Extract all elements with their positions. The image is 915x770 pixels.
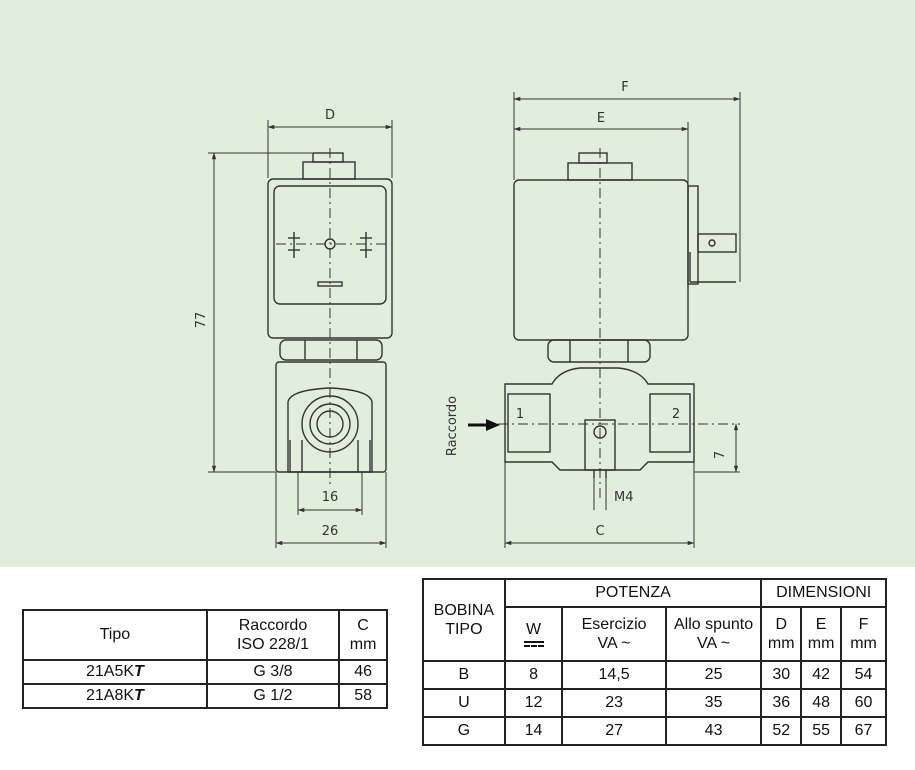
e-cell: 42 <box>800 660 843 690</box>
table-subheader-row: W Esercizio VA ~ Allo spunto VA ~ D mm E… <box>423 606 887 662</box>
dim-label-26: 26 <box>322 524 339 539</box>
dc-symbol-icon <box>523 641 544 647</box>
header-bobina-tipo: BOBINA TIPO <box>422 578 506 662</box>
dim-label-16: 16 <box>322 490 339 505</box>
front-view <box>267 148 393 485</box>
w-cell: 8 <box>503 660 564 690</box>
header-c: C mm <box>338 609 388 661</box>
tipo-cell: U <box>422 688 506 718</box>
header-f-line1: F <box>858 616 869 633</box>
spunto-cell: 43 <box>664 716 763 746</box>
header-e-unit: mm <box>807 635 835 652</box>
header-raccordo-line1: Raccordo <box>238 617 308 634</box>
table-header-row: BOBINA TIPO POTENZA DIMENSIONI <box>422 578 887 662</box>
f-cell: 54 <box>840 660 887 690</box>
c-cell: 58 <box>338 683 388 709</box>
tipo-cell: 21A5KT <box>22 659 208 685</box>
header-d-unit: mm <box>767 635 795 652</box>
header-spunto-line1: Allo spunto <box>673 616 754 633</box>
d-cell: 30 <box>760 660 803 690</box>
spunto-cell: 25 <box>664 660 763 690</box>
tipo-suffix: T <box>134 663 144 680</box>
header-e: E mm <box>800 606 843 662</box>
dim-label-f: F <box>621 80 628 95</box>
e-cell: 48 <box>800 688 843 718</box>
header-spunto: Allo spunto VA ~ <box>664 606 763 662</box>
port-2-label: 2 <box>672 407 680 422</box>
tipo-suffix: T <box>134 687 144 704</box>
flow-arrow <box>468 419 500 431</box>
header-tipo: Tipo <box>22 609 208 661</box>
header-bobina-line1: BOBINA <box>433 602 495 619</box>
f-cell: 67 <box>840 716 887 746</box>
table-row: U 12 23 35 36 48 60 <box>422 688 887 718</box>
header-spunto-line2: VA ~ <box>697 635 731 652</box>
header-bobina-line2: TIPO <box>445 621 483 638</box>
header-raccordo: Raccordo ISO 228/1 <box>205 609 341 661</box>
header-d: D mm <box>760 606 803 662</box>
esercizio-cell: 23 <box>561 688 667 718</box>
raccordo-label: Raccordo <box>445 396 460 456</box>
raccordo-cell: G 1/2 <box>205 683 341 709</box>
header-c-line1: C <box>357 617 369 634</box>
header-esercizio-line2: VA ~ <box>597 635 631 652</box>
header-d-line1: D <box>775 616 788 633</box>
raccordo-cell: G 3/8 <box>205 659 341 685</box>
tipo-prefix: 21A8K <box>85 687 135 704</box>
c-cell: 46 <box>338 659 388 685</box>
header-w: W <box>503 606 564 662</box>
dim-label-7: 7 <box>713 451 728 459</box>
d-cell: 36 <box>760 688 803 718</box>
e-cell: 55 <box>800 716 843 746</box>
w-cell: 14 <box>503 716 564 746</box>
tipo-cell: 21A8KT <box>22 683 208 709</box>
port-1-label: 1 <box>516 407 524 422</box>
table-row: G 14 27 43 52 55 67 <box>422 716 887 746</box>
tipo-cell: G <box>422 716 506 746</box>
esercizio-cell: 14,5 <box>561 660 667 690</box>
dim-label-c: C <box>595 524 604 539</box>
tipo-cell: B <box>422 660 506 690</box>
header-f-unit: mm <box>850 635 877 652</box>
d-cell: 52 <box>760 716 803 746</box>
technical-drawing: D 77 16 26 <box>0 0 915 567</box>
f-cell: 60 <box>840 688 887 718</box>
header-dimensioni: DIMENSIONI <box>760 578 887 608</box>
w-cell: 12 <box>503 688 564 718</box>
fitting-spec-table: Tipo Raccordo ISO 228/1 C mm 21A5KT G 3/… <box>22 609 388 709</box>
dim-label-d: D <box>325 108 335 123</box>
header-e-line1: E <box>815 616 827 633</box>
header-w-label: W <box>525 621 542 638</box>
tipo-prefix: 21A5K <box>85 663 135 680</box>
valve-drawing-svg: D 77 16 26 <box>194 80 741 548</box>
coil-power-table: BOBINA TIPO POTENZA DIMENSIONI W Eserciz… <box>422 578 887 746</box>
esercizio-cell: 27 <box>561 716 667 746</box>
dim-label-77: 77 <box>194 312 209 329</box>
header-potenza: POTENZA <box>503 578 763 608</box>
dim-label-e: E <box>597 111 605 126</box>
header-c-line2: mm <box>349 636 377 653</box>
side-view <box>498 148 740 500</box>
table-header-row: Tipo Raccordo ISO 228/1 C mm <box>22 609 388 661</box>
spunto-cell: 35 <box>664 688 763 718</box>
header-raccordo-line2: ISO 228/1 <box>236 636 309 653</box>
table-row: B 8 14,5 25 30 42 54 <box>422 660 887 690</box>
header-f: F mm <box>840 606 887 662</box>
dim-label-m4: M4 <box>614 490 634 505</box>
header-esercizio-line1: Esercizio <box>581 616 647 633</box>
header-esercizio: Esercizio VA ~ <box>561 606 667 662</box>
table-row: 21A8KT G 1/2 58 <box>22 683 388 709</box>
table-row: 21A5KT G 3/8 46 <box>22 659 388 685</box>
